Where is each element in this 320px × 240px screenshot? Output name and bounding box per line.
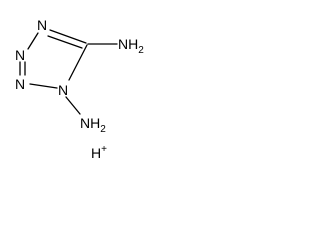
atom-n-ring-bottom: N bbox=[58, 82, 68, 98]
amine-right-label: NH2 bbox=[118, 36, 144, 56]
amine-bottom-label: NH2 bbox=[80, 115, 106, 135]
amine-right-subscript: 2 bbox=[138, 45, 144, 56]
bond-n4-n3 bbox=[27, 32, 39, 50]
bond-n4-c5-a bbox=[49, 29, 87, 44]
tetrazole-diamine-structure: N N N N NH2 NH2 H+ bbox=[15, 17, 144, 161]
bond-n4-c5-b bbox=[47, 35, 83, 49]
counter-ion-label: H+ bbox=[91, 144, 107, 161]
atom-n-left-upper: N bbox=[15, 47, 25, 63]
amine-bottom-subscript: 2 bbox=[100, 124, 106, 135]
bond-n1-nh2 bbox=[65, 96, 81, 115]
bond-n1-c5 bbox=[68, 44, 88, 81]
counter-ion-main: H bbox=[91, 145, 101, 161]
atom-n-left-lower: N bbox=[15, 76, 25, 92]
amine-bottom-main: NH bbox=[80, 115, 100, 131]
bond-n2-n1 bbox=[29, 83, 58, 89]
counter-ion-charge: + bbox=[101, 144, 107, 155]
amine-right-main: NH bbox=[118, 36, 138, 52]
atom-n-top: N bbox=[37, 17, 47, 33]
